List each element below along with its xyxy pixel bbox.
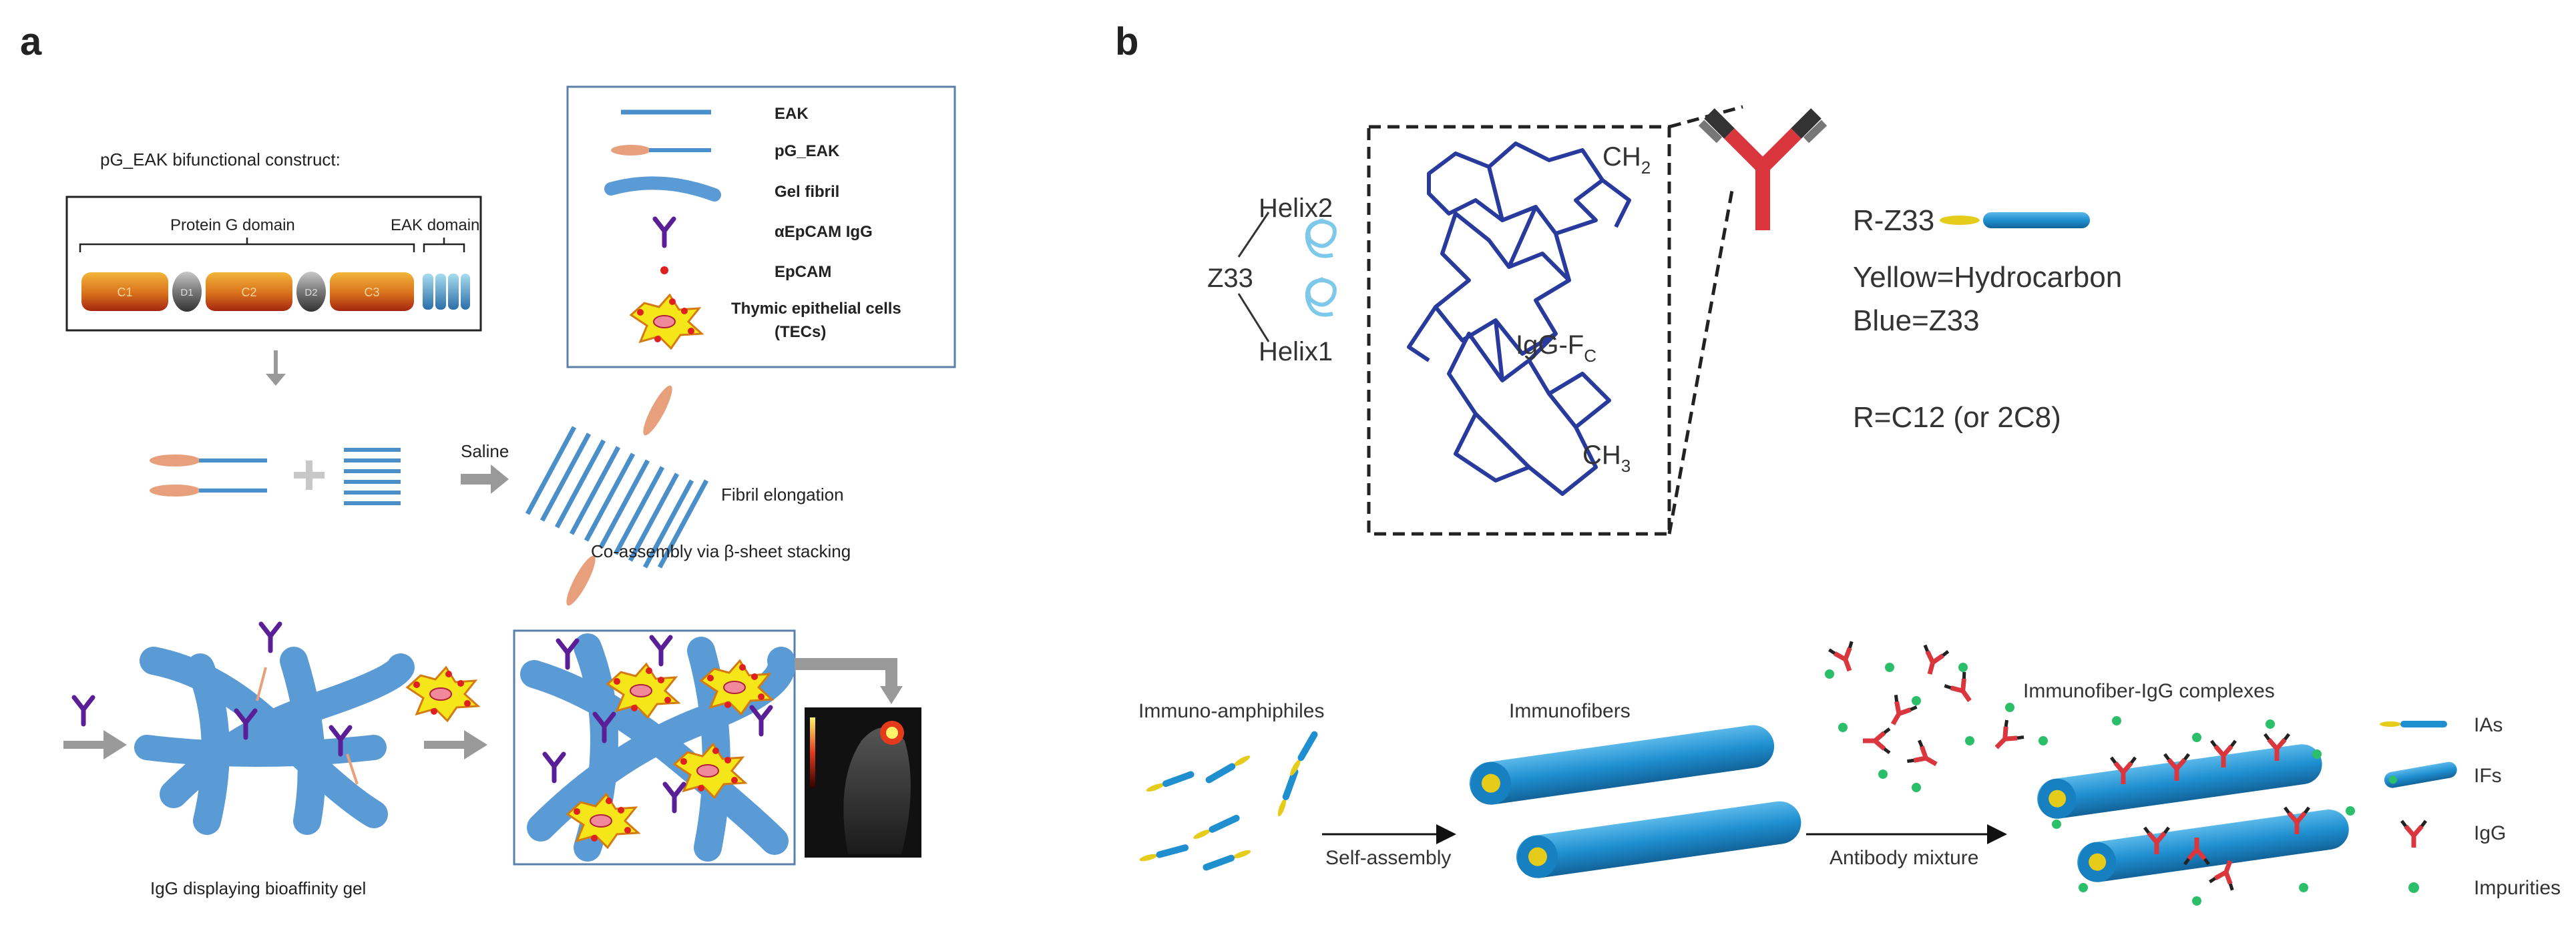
- iggfc-label: IgG-FC: [1516, 330, 1596, 366]
- c3-label: C3: [364, 286, 379, 299]
- legend-a-items: EAK pG_EAK Gel fibril αEpCAM IgG EpCAM T…: [604, 105, 901, 350]
- large-igg-icon: [1698, 108, 1828, 230]
- legend-ias-swatch-tail: [2400, 721, 2447, 727]
- antibody-mixture-label: Antibody mixture: [1830, 847, 1978, 869]
- legend-epcam-label: EpCAM: [775, 263, 831, 281]
- r-c12-text: R=C12 (or 2C8): [1853, 401, 2061, 434]
- legend-igg-label: IgG: [2474, 822, 2506, 844]
- panel-b-letter: b: [1115, 20, 1138, 63]
- free-antibody-icon: [74, 697, 93, 724]
- c1-domain: [81, 272, 168, 311]
- r-z33-label: R-Z33: [1853, 204, 1934, 237]
- r-z33-glyph: [1940, 212, 2090, 228]
- saline-arrow: [461, 465, 509, 494]
- legend-antibody-label: αEpCAM IgG: [775, 223, 873, 241]
- immunofibers-label: Immunofibers: [1509, 700, 1631, 722]
- c3-domain: [330, 272, 414, 311]
- fibril-bundle: [525, 385, 709, 606]
- legend-pg-eak-label: pG_EAK: [775, 142, 840, 160]
- d2-domain: [296, 272, 326, 312]
- legend-tecs-label-1: Thymic epithelial cells: [731, 300, 901, 318]
- legend-pg-eak-head: [611, 145, 651, 156]
- legend-ias-swatch-head: [2380, 721, 2401, 727]
- saline-label: Saline: [461, 441, 509, 461]
- legend-impurities-dot: [2408, 882, 2419, 893]
- fc-dashed-box: [1367, 125, 1671, 536]
- mouse-arrow-head: [880, 686, 903, 704]
- legend-box-a: [566, 85, 956, 368]
- legend-epcam-dot: [660, 266, 668, 274]
- c1-label: C1: [117, 286, 132, 299]
- helix1-label: Helix1: [1259, 337, 1333, 366]
- legend-b: IAs IFs IgG Impurities: [2380, 714, 2561, 899]
- immuno-amphiphiles-label: Immuno-amphiphiles: [1138, 700, 1324, 722]
- legend-gel-fibril-swatch: [604, 176, 721, 202]
- iggfc-backbone: [1407, 141, 1631, 496]
- legend-ifs-swatch: [2384, 761, 2457, 788]
- d1-domain: [172, 272, 202, 312]
- down-arrow: [266, 350, 286, 386]
- eak-bracket: [423, 238, 465, 252]
- zoom-lines: [1667, 105, 1743, 535]
- yellow-hydrocarbon-text: Yellow=Hydrocarbon: [1853, 261, 2122, 294]
- mouse-image: [805, 707, 921, 858]
- eak-coil-domain: [423, 274, 470, 310]
- protein-g-domain-label: Protein G domain: [170, 216, 295, 234]
- legend-gel-fibril-label: Gel fibril: [775, 183, 839, 201]
- fibril-elongation-label: Fibril elongation: [721, 485, 844, 505]
- complexes-label: Immunofiber-IgG complexes: [2023, 680, 2275, 702]
- ch3-label: CH3: [1582, 440, 1631, 476]
- construct-title: pG_EAK bifunctional construct:: [100, 149, 341, 170]
- blue-z33-text: Blue=Z33: [1853, 304, 1980, 337]
- tec-gel: [520, 633, 796, 862]
- z33-label: Z33: [1207, 264, 1253, 293]
- legend-ifs-label: IFs: [2474, 765, 2502, 787]
- coassembly-label: Co-assembly via β-sheet stacking: [591, 541, 851, 561]
- z33-bracket: [1237, 212, 1270, 342]
- legend-tecs-label-2: (TECs): [775, 323, 826, 341]
- d1-label: D1: [180, 287, 193, 298]
- construct-domains: C1 D1 C2 D2 C3: [81, 272, 470, 312]
- helix2-label: Helix2: [1259, 194, 1333, 223]
- legend-impurities-label: Impurities: [2474, 877, 2561, 899]
- pg-eak-molecules: [150, 454, 267, 497]
- complex-tubes: [2037, 716, 2355, 906]
- igg-gel: [134, 624, 415, 835]
- tec-in-arrow: [424, 730, 487, 759]
- gel-antibody-1: [261, 624, 280, 651]
- immunofiber-tubes: [1469, 725, 1801, 878]
- legend-igg-icon: [2402, 821, 2426, 848]
- c2-label: C2: [241, 286, 256, 299]
- amphiphile-scatter: [1139, 731, 1318, 871]
- antibody-mixture-cloud: [1825, 641, 2024, 792]
- eak-stack: [344, 448, 401, 505]
- c2-domain: [206, 272, 292, 311]
- eak-domain-label: EAK domain: [391, 216, 479, 234]
- legend-ias-label: IAs: [2474, 714, 2503, 736]
- mouse-arrow-path: [795, 658, 897, 687]
- ch2-label: CH2: [1602, 142, 1651, 178]
- plus-sign: [294, 460, 325, 490]
- self-assembly-label: Self-assembly: [1325, 847, 1451, 869]
- antibody-in-arrow: [63, 730, 127, 759]
- incoming-tec-icon: [406, 666, 479, 722]
- panel-a-letter: a: [20, 20, 42, 63]
- legend-eak-label: EAK: [775, 105, 809, 123]
- z33-helices: [1305, 218, 1337, 317]
- igg-gel-caption: IgG displaying bioaffinity gel: [150, 878, 366, 898]
- d2-label: D2: [304, 287, 317, 298]
